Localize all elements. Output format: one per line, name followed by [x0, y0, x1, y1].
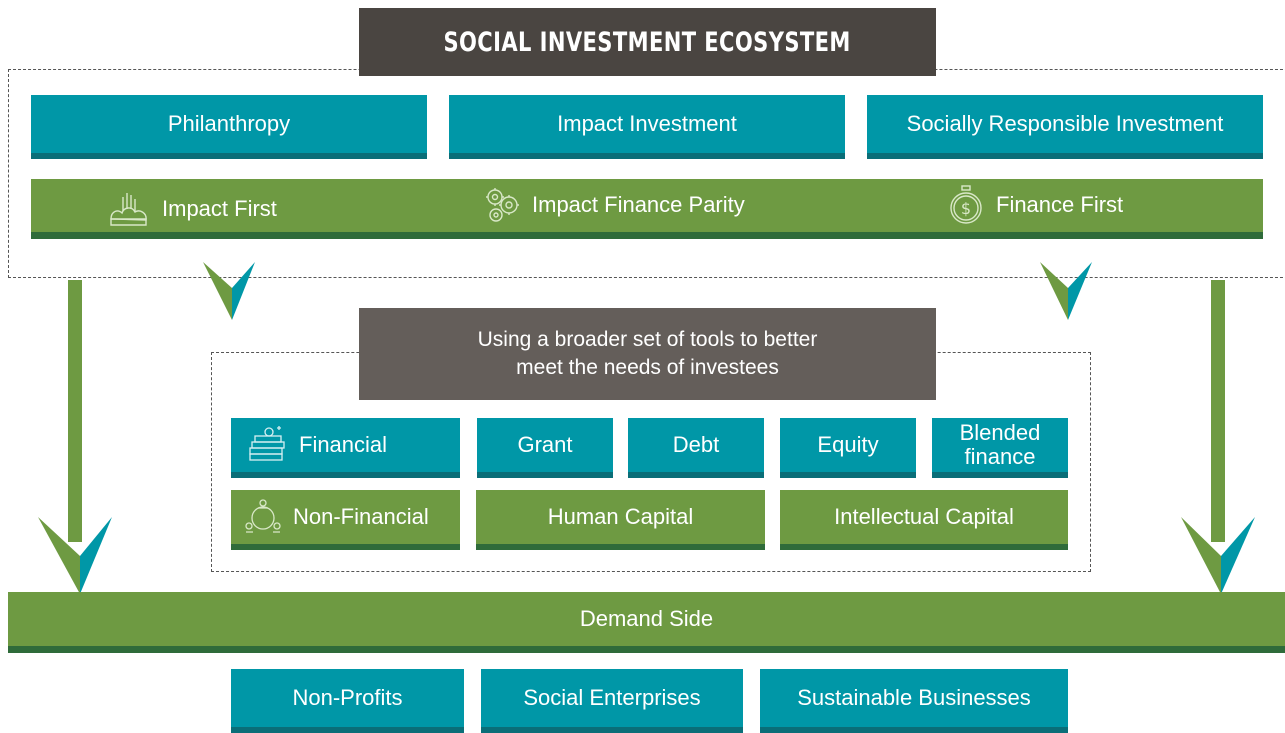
financial-debt-label: Debt	[672, 432, 720, 457]
stopwatch-dollar-icon: $	[948, 184, 996, 226]
demand-non-profits: Non-Profits	[231, 669, 464, 733]
demand-social-enterprises-label: Social Enterprises	[523, 685, 701, 710]
approach-bar	[31, 179, 1263, 239]
financial-grant-label: Grant	[517, 432, 573, 457]
demand-sustainable-businesses: Sustainable Businesses	[760, 669, 1068, 733]
supply-sri-label: Socially Responsible Investment	[906, 111, 1224, 136]
approach-parity: Impact Finance Parity	[484, 182, 745, 228]
hand-heart-icon	[108, 189, 162, 229]
svg-text:$: $	[961, 199, 971, 218]
arrow-down-left-long	[38, 280, 112, 594]
tools-heading-line1: Using a broader set of tools to better	[477, 328, 818, 351]
financial-blended: Blended finance	[932, 418, 1068, 478]
diagram-title-text: SOCIAL INVESTMENT ECOSYSTEM	[443, 26, 852, 58]
non-financial-human-capital: Human Capital	[476, 490, 765, 550]
demand-social-enterprises: Social Enterprises	[481, 669, 743, 733]
tools-heading: Using a broader set of tools to better m…	[359, 308, 936, 400]
arrow-down-left-small	[203, 262, 255, 320]
approach-impact-first-label: Impact First	[162, 196, 277, 221]
financial-debt: Debt	[628, 418, 764, 478]
approach-impact-first: Impact First	[108, 186, 277, 232]
demand-sustainable-businesses-label: Sustainable Businesses	[797, 685, 1031, 710]
non-financial-label: Non-Financial	[293, 504, 429, 529]
supply-impact-investment: Impact Investment	[449, 95, 845, 159]
financial-equity-label: Equity	[817, 432, 879, 457]
approach-finance-first: $ Finance First	[948, 182, 1123, 228]
financial-category: Financial	[231, 418, 460, 478]
arrow-down-right-small	[1040, 262, 1092, 320]
people-circle-icon	[243, 498, 283, 536]
supply-impact-investment-label: Impact Investment	[557, 111, 737, 136]
financial-equity: Equity	[780, 418, 916, 478]
financial-blended-line2: finance	[964, 444, 1036, 469]
supply-philanthropy-label: Philanthropy	[167, 111, 291, 136]
demand-side-bar: Demand Side	[8, 592, 1285, 653]
non-financial-intellectual-capital: Intellectual Capital	[780, 490, 1068, 550]
financial-label: Financial	[299, 432, 388, 457]
gears-dollar-icon	[484, 185, 532, 225]
intellectual-capital-label: Intellectual Capital	[834, 504, 1014, 529]
tools-heading-line2: meet the needs of investees	[516, 356, 779, 379]
supply-philanthropy: Philanthropy	[31, 95, 427, 159]
approach-parity-label: Impact Finance Parity	[532, 192, 745, 217]
financial-grant: Grant	[477, 418, 613, 478]
financial-blended-line1: Blended	[959, 420, 1041, 445]
arrow-down-right-long	[1181, 280, 1255, 594]
money-stack-icon	[247, 426, 287, 464]
approach-finance-first-label: Finance First	[996, 192, 1124, 217]
demand-side-label: Demand Side	[579, 606, 714, 631]
non-financial-category: Non-Financial	[231, 490, 460, 550]
supply-sri: Socially Responsible Investment	[867, 95, 1263, 159]
human-capital-label: Human Capital	[547, 504, 694, 529]
demand-non-profits-label: Non-Profits	[292, 685, 403, 710]
diagram-title: SOCIAL INVESTMENT ECOSYSTEM	[359, 8, 936, 76]
